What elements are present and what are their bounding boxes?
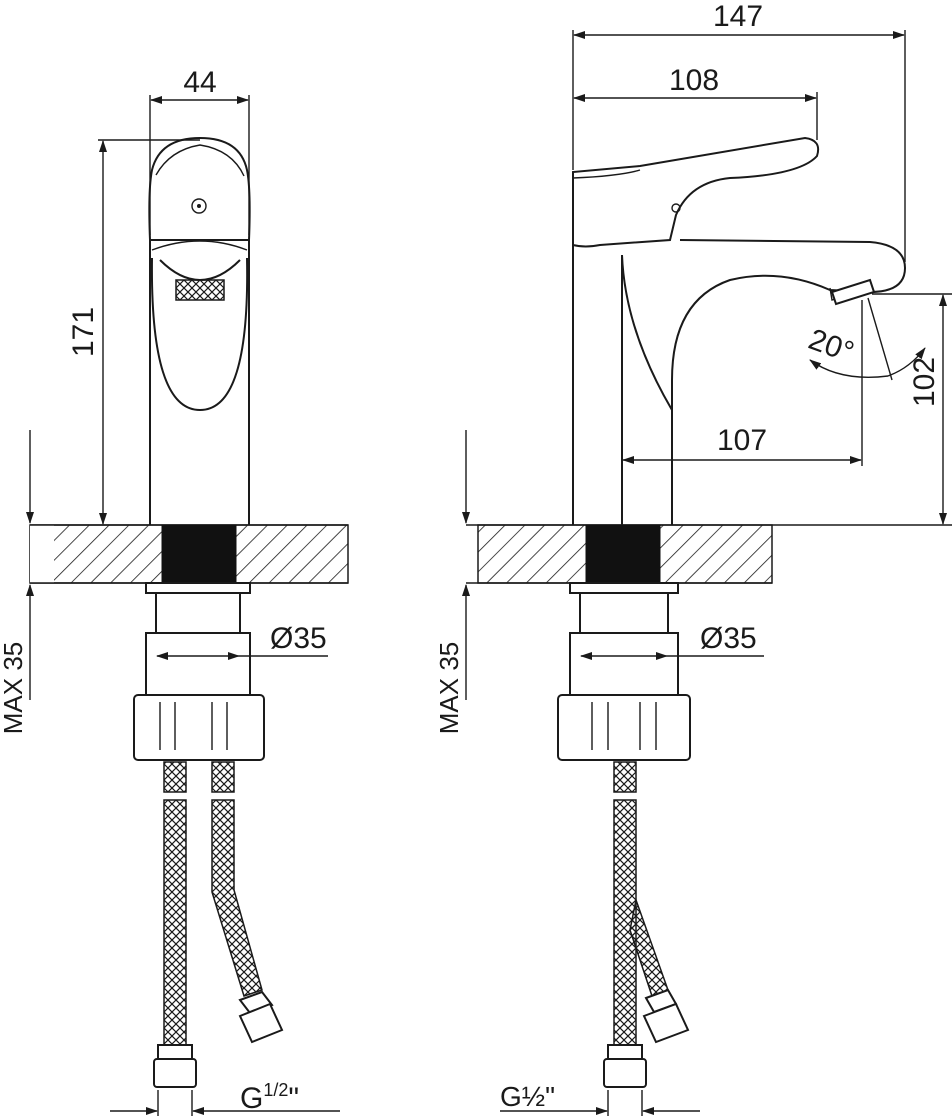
side-depth-label: 147 [713,0,763,33]
side-faucet-body [572,136,907,525]
side-dimension-thread: G½" [500,1081,700,1116]
side-spout-height-label: 102 [908,357,941,407]
front-dimension-171: 171 [67,139,200,525]
front-height-label: 171 [67,307,100,357]
front-hose-left [163,799,187,1046]
front-dimension-thread: G1/2" [110,1080,340,1116]
front-view: 44 171 MAX 35 Ø35 G1/2" [0,66,349,1116]
side-dimension-diameter: Ø35 [580,622,764,660]
front-hose-right [211,799,263,997]
front-dimension-44: 44 [149,66,250,235]
side-view: 147 108 107 102 20° MAX 35 [434,0,952,1116]
side-connector [557,582,691,761]
front-hoses [153,761,284,1088]
front-mounting-shank [161,524,237,584]
front-dimension-max35: MAX 35 [0,430,34,735]
side-diameter-label: Ø35 [700,622,757,655]
side-dimension-107: 107 [622,300,863,466]
front-max-thickness-label: MAX 35 [0,642,28,735]
side-dimension-147: 147 [572,0,906,262]
side-thread-label: G½" [500,1081,555,1112]
side-angle-20: 20° [804,297,926,381]
front-handle-indicator [191,198,207,214]
side-dimension-max35: MAX 35 [434,430,470,735]
side-hoses [603,761,690,1088]
side-countertop [466,524,952,584]
side-dimension-102: 102 [872,293,952,525]
front-diameter-label: Ø35 [270,622,327,655]
side-dimension-108: 108 [573,64,818,140]
front-connector [133,582,265,761]
front-countertop [29,524,349,584]
front-aerator [175,279,225,301]
side-spout-reach-label: 107 [717,424,767,457]
front-faucet-body [148,136,251,525]
front-thread-label: G1/2" [240,1080,299,1115]
side-max-thickness-label: MAX 35 [434,642,464,735]
side-mounting-shank [585,524,661,584]
side-handle-reach-label: 108 [669,64,719,97]
front-width-label: 44 [183,66,216,99]
front-dimension-diameter: Ø35 [156,622,328,660]
